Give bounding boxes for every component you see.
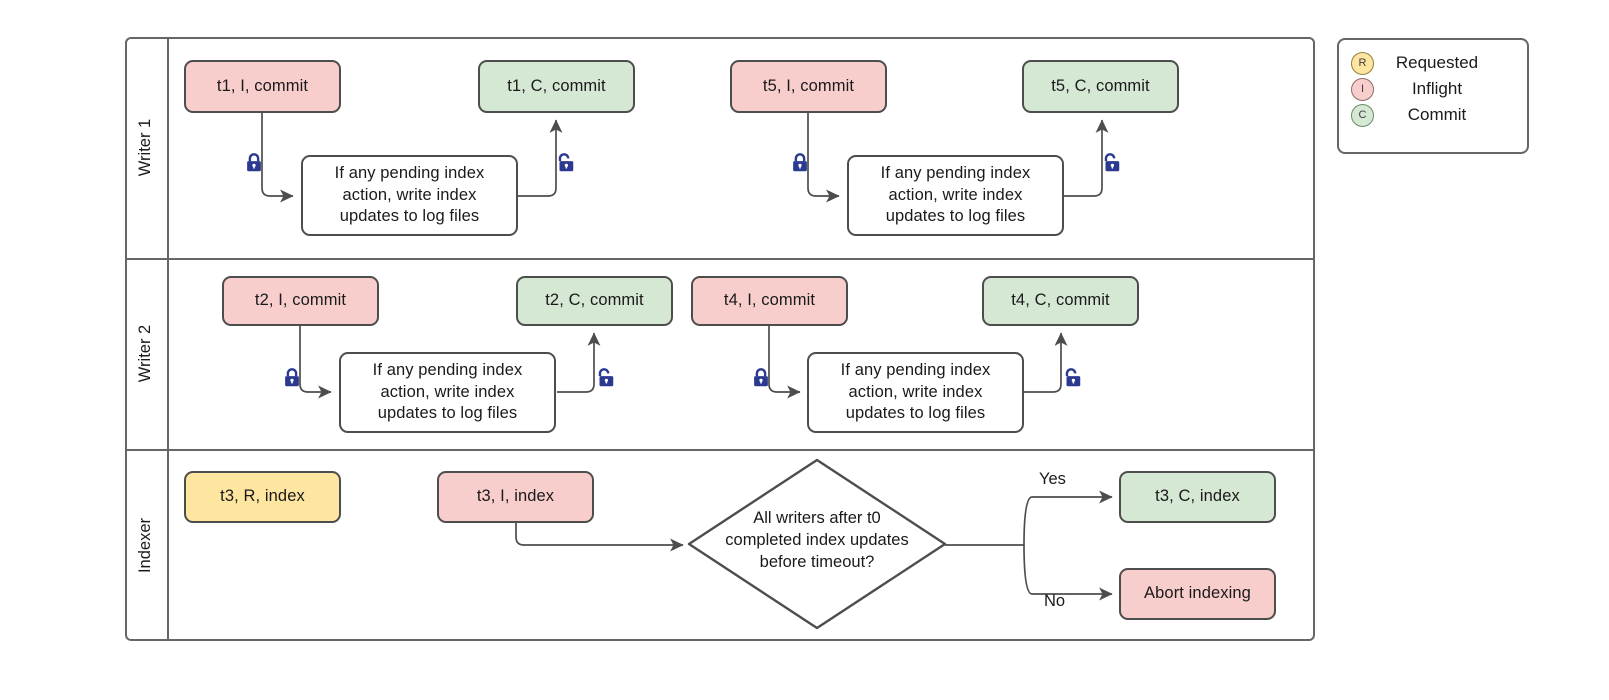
node-label: t3, I, index: [476, 487, 555, 506]
legend-item-commit: C Commit: [1351, 102, 1513, 128]
lock-open-icon: [598, 368, 614, 387]
requested-badge-icon: R: [1351, 51, 1374, 75]
node-t1-inflight-commit[interactable]: t1, I, commit: [184, 60, 341, 113]
node-label: t3, C, index: [1155, 487, 1240, 506]
node-t5-commit[interactable]: t5, C, commit: [1022, 60, 1179, 113]
legend-item-requested: R Requested: [1351, 50, 1513, 76]
node-label: t4, C, commit: [1011, 291, 1110, 310]
legend-panel: R Requested I Inflight C Commit: [1337, 38, 1529, 154]
lock-open-icon: [558, 153, 574, 172]
legend-label: Commit: [1407, 105, 1467, 124]
edge-w1-t5-to-proc: [807, 113, 840, 203]
legend-label: Requested: [1395, 53, 1479, 72]
node-t3-commit-index[interactable]: t3, C, index: [1119, 471, 1276, 523]
edge-ix-yes: [1023, 490, 1113, 546]
node-label: t5, C, commit: [1051, 76, 1150, 95]
lock-open-icon: [1065, 368, 1081, 387]
edge-w1-proc-to-t1commit: [518, 119, 563, 197]
node-t4-inflight-commit[interactable]: t4, I, commit: [691, 276, 848, 326]
lane-divider-2: [125, 449, 1315, 452]
lane-divider-1: [125, 258, 1315, 261]
legend-item-inflight: I Inflight: [1351, 76, 1513, 102]
node-label: t5, I, commit: [762, 76, 855, 95]
node-label: t4, I, commit: [723, 291, 816, 310]
edge-ix-no: [1023, 544, 1113, 601]
lane-header-divider: [167, 37, 170, 641]
lock-closed-icon: [793, 153, 807, 172]
swimlane-frame: [125, 37, 1315, 641]
lock-closed-icon: [285, 368, 299, 387]
legend-label: Inflight: [1411, 79, 1463, 98]
inflight-badge-icon: I: [1351, 77, 1374, 101]
node-label: If any pending index action, write index…: [334, 164, 485, 226]
node-t3-requested-index[interactable]: t3, R, index: [184, 471, 341, 523]
edge-w2-t2-to-proc: [299, 326, 332, 399]
decision-diamond: [687, 458, 947, 630]
node-w1-process-b[interactable]: If any pending index action, write index…: [847, 155, 1064, 236]
edge-label-yes: Yes: [1039, 470, 1066, 488]
node-label: If any pending index action, write index…: [880, 164, 1031, 226]
edge-w2-proc-to-t4commit: [1024, 332, 1068, 393]
node-label: If any pending index action, write index…: [372, 361, 523, 423]
node-w2-process-a[interactable]: If any pending index action, write index…: [339, 352, 556, 433]
node-label: t1, I, commit: [216, 76, 309, 95]
node-t2-commit[interactable]: t2, C, commit: [516, 276, 673, 326]
edge-label-no: No: [1044, 592, 1066, 610]
node-abort-indexing[interactable]: Abort indexing: [1119, 568, 1276, 620]
edge-w2-t4-to-proc: [768, 326, 801, 399]
node-w2-process-b[interactable]: If any pending index action, write index…: [807, 352, 1024, 433]
decision-label: All writers after t0 completed index upd…: [725, 509, 909, 571]
node-label: t2, I, commit: [254, 291, 347, 310]
node-label: If any pending index action, write index…: [840, 361, 991, 423]
edge-w1-t1-to-proc: [261, 113, 294, 203]
edge-w2-proc-to-t2commit: [557, 332, 601, 393]
node-t1-commit[interactable]: t1, C, commit: [478, 60, 635, 113]
node-label: t1, C, commit: [507, 76, 606, 95]
edge-ix-t3inflight-to-decision: [515, 521, 684, 552]
edge-w1-proc-to-t5commit: [1064, 119, 1109, 197]
node-w1-process-a[interactable]: If any pending index action, write index…: [301, 155, 518, 236]
node-label: t3, R, index: [220, 487, 305, 506]
node-t4-commit[interactable]: t4, C, commit: [982, 276, 1139, 326]
node-label: Abort indexing: [1144, 584, 1251, 603]
lock-open-icon: [1104, 153, 1120, 172]
node-t2-inflight-commit[interactable]: t2, I, commit: [222, 276, 379, 326]
commit-badge-icon: C: [1351, 103, 1374, 127]
node-t3-inflight-index[interactable]: t3, I, index: [437, 471, 594, 523]
node-label: t2, C, commit: [545, 291, 644, 310]
lock-closed-icon: [247, 153, 261, 172]
node-t5-inflight-commit[interactable]: t5, I, commit: [730, 60, 887, 113]
lock-closed-icon: [754, 368, 768, 387]
